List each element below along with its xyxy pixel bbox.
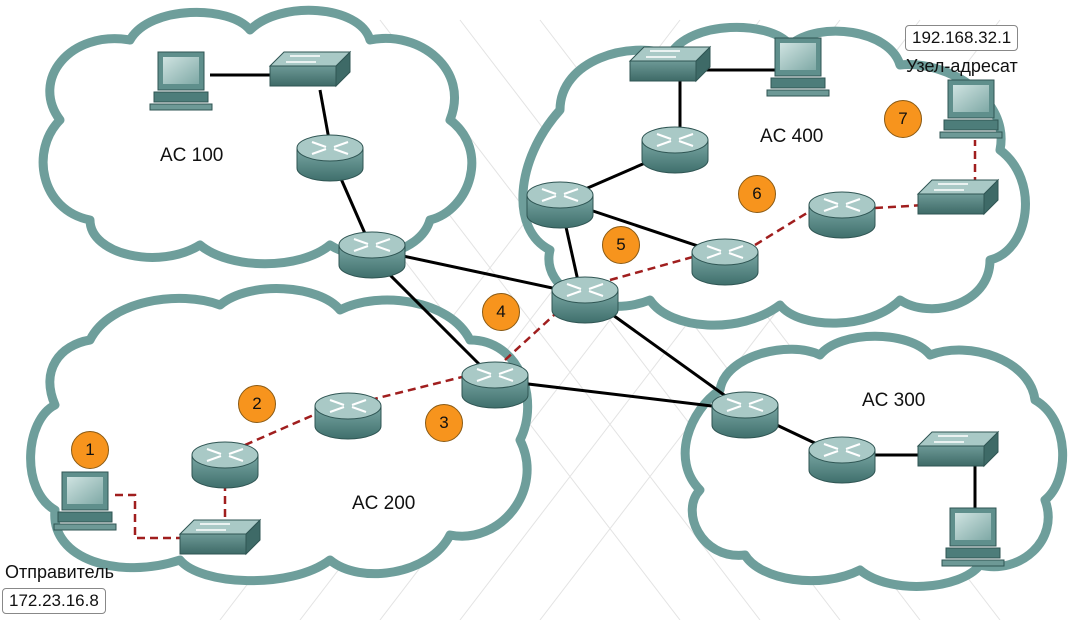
switch-as400-dest [916,178,1000,216]
router-as400-a [526,181,594,229]
pc-as400 [766,37,830,97]
router-as100 [296,134,364,182]
step-badge-3: 3 [425,404,463,442]
router-as400-c [691,238,759,286]
step-badge-4: 4 [482,293,520,331]
router-as200-a [191,441,259,489]
cloud-as200 [26,284,533,586]
sender-ip: 172.23.16.8 [2,588,106,614]
cloud-as100 [38,5,477,269]
destination-ip: 192.168.32.1 [905,25,1019,51]
sender-label: Отправитель [5,562,114,582]
pc-sender [53,471,117,531]
step-badge-5: 5 [602,226,640,264]
step-badge-2: 2 [238,385,276,423]
router-as400-d [808,191,876,239]
step-badge-7: 7 [884,100,922,138]
switch-as100 [268,50,352,88]
packet-path [115,140,977,540]
step-badge-6: 6 [738,175,776,213]
as200-label: AC 200 [352,493,416,514]
router-as200-b [314,392,382,440]
pc-as100 [149,51,213,111]
router-as400-b [641,126,709,174]
switch-as300 [916,430,1000,468]
pc-destination [939,79,1003,139]
pc-as300 [941,507,1005,567]
router-as300 [808,436,876,484]
switch-as400 [628,45,712,83]
router-as200-border [461,361,529,409]
router-as100-border [338,231,406,279]
as300-label: AC 300 [862,390,926,411]
step-badge-1: 1 [71,431,109,469]
router-as400-border [551,276,619,324]
as400-label: AC 400 [760,126,824,147]
switch-as200 [178,518,262,556]
destination-label: Узел-адресат [906,56,1018,76]
router-as300-border [711,391,779,439]
as100-label: AC 100 [160,145,224,166]
